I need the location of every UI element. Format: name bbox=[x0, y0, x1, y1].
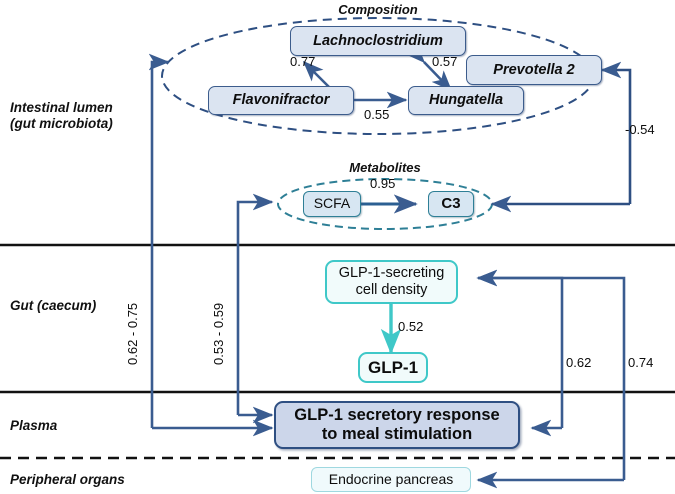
edge-plasma-to-metabolites bbox=[236, 193, 274, 415]
node-scfa[interactable]: SCFA bbox=[303, 191, 361, 217]
edge-label-lachno-hunga: 0.57 bbox=[432, 54, 458, 69]
edge-label-lachno-flavo: 0.77 bbox=[290, 54, 316, 69]
compartment-label-intestinal-lumen: Intestinal lumen (gut microbiota) bbox=[10, 100, 113, 131]
node-glp1-secretory-response[interactable]: GLP-1 secretory response to meal stimula… bbox=[274, 401, 520, 449]
node-lachnoclostridium[interactable]: Lachnoclostridium bbox=[290, 26, 466, 56]
edge-label-lumen-to-plasma: 0.62 - 0.75 bbox=[125, 302, 140, 365]
node-glp1-secreting-cell-density[interactable]: GLP-1-secreting cell density bbox=[325, 260, 458, 304]
compartment-label-gut-caecum: Gut (caecum) bbox=[10, 298, 97, 313]
compartment-label-plasma: Plasma bbox=[10, 418, 58, 433]
node-glp1[interactable]: GLP-1 bbox=[358, 352, 428, 383]
edge-label-pancreas-to-celldensity: 0.74 bbox=[628, 355, 654, 370]
edge-label-celldensity-glp1: 0.52 bbox=[398, 319, 424, 334]
edge-label-negative-054: -0.54 bbox=[625, 122, 655, 137]
compartment-label-peripheral-organs: Peripheral organs bbox=[10, 472, 125, 487]
edge-pancreas-to-celldensity bbox=[476, 269, 626, 480]
edge-label-plasma-to-celldensity: 0.62 bbox=[566, 355, 592, 370]
node-hungatella[interactable]: Hungatella bbox=[408, 86, 524, 115]
node-c3[interactable]: C3 bbox=[428, 191, 474, 217]
edge-label-flavo-hunga: 0.55 bbox=[364, 107, 390, 122]
edge-label-metabolites-to-plasma: 0.53 - 0.59 bbox=[211, 302, 226, 365]
node-endocrine-pancreas[interactable]: Endocrine pancreas bbox=[311, 467, 471, 492]
edge-negative-054-trunk bbox=[600, 61, 632, 204]
node-flavonifractor[interactable]: Flavonifractor bbox=[208, 86, 354, 115]
group-title-metabolites: Metabolites bbox=[349, 160, 421, 175]
node-prevotella-2[interactable]: Prevotella 2 bbox=[466, 55, 602, 85]
group-title-composition: Composition bbox=[338, 2, 418, 17]
edge-label-scfa-c3: 0.95 bbox=[370, 176, 396, 191]
edge-plasma-to-composition bbox=[148, 53, 170, 428]
